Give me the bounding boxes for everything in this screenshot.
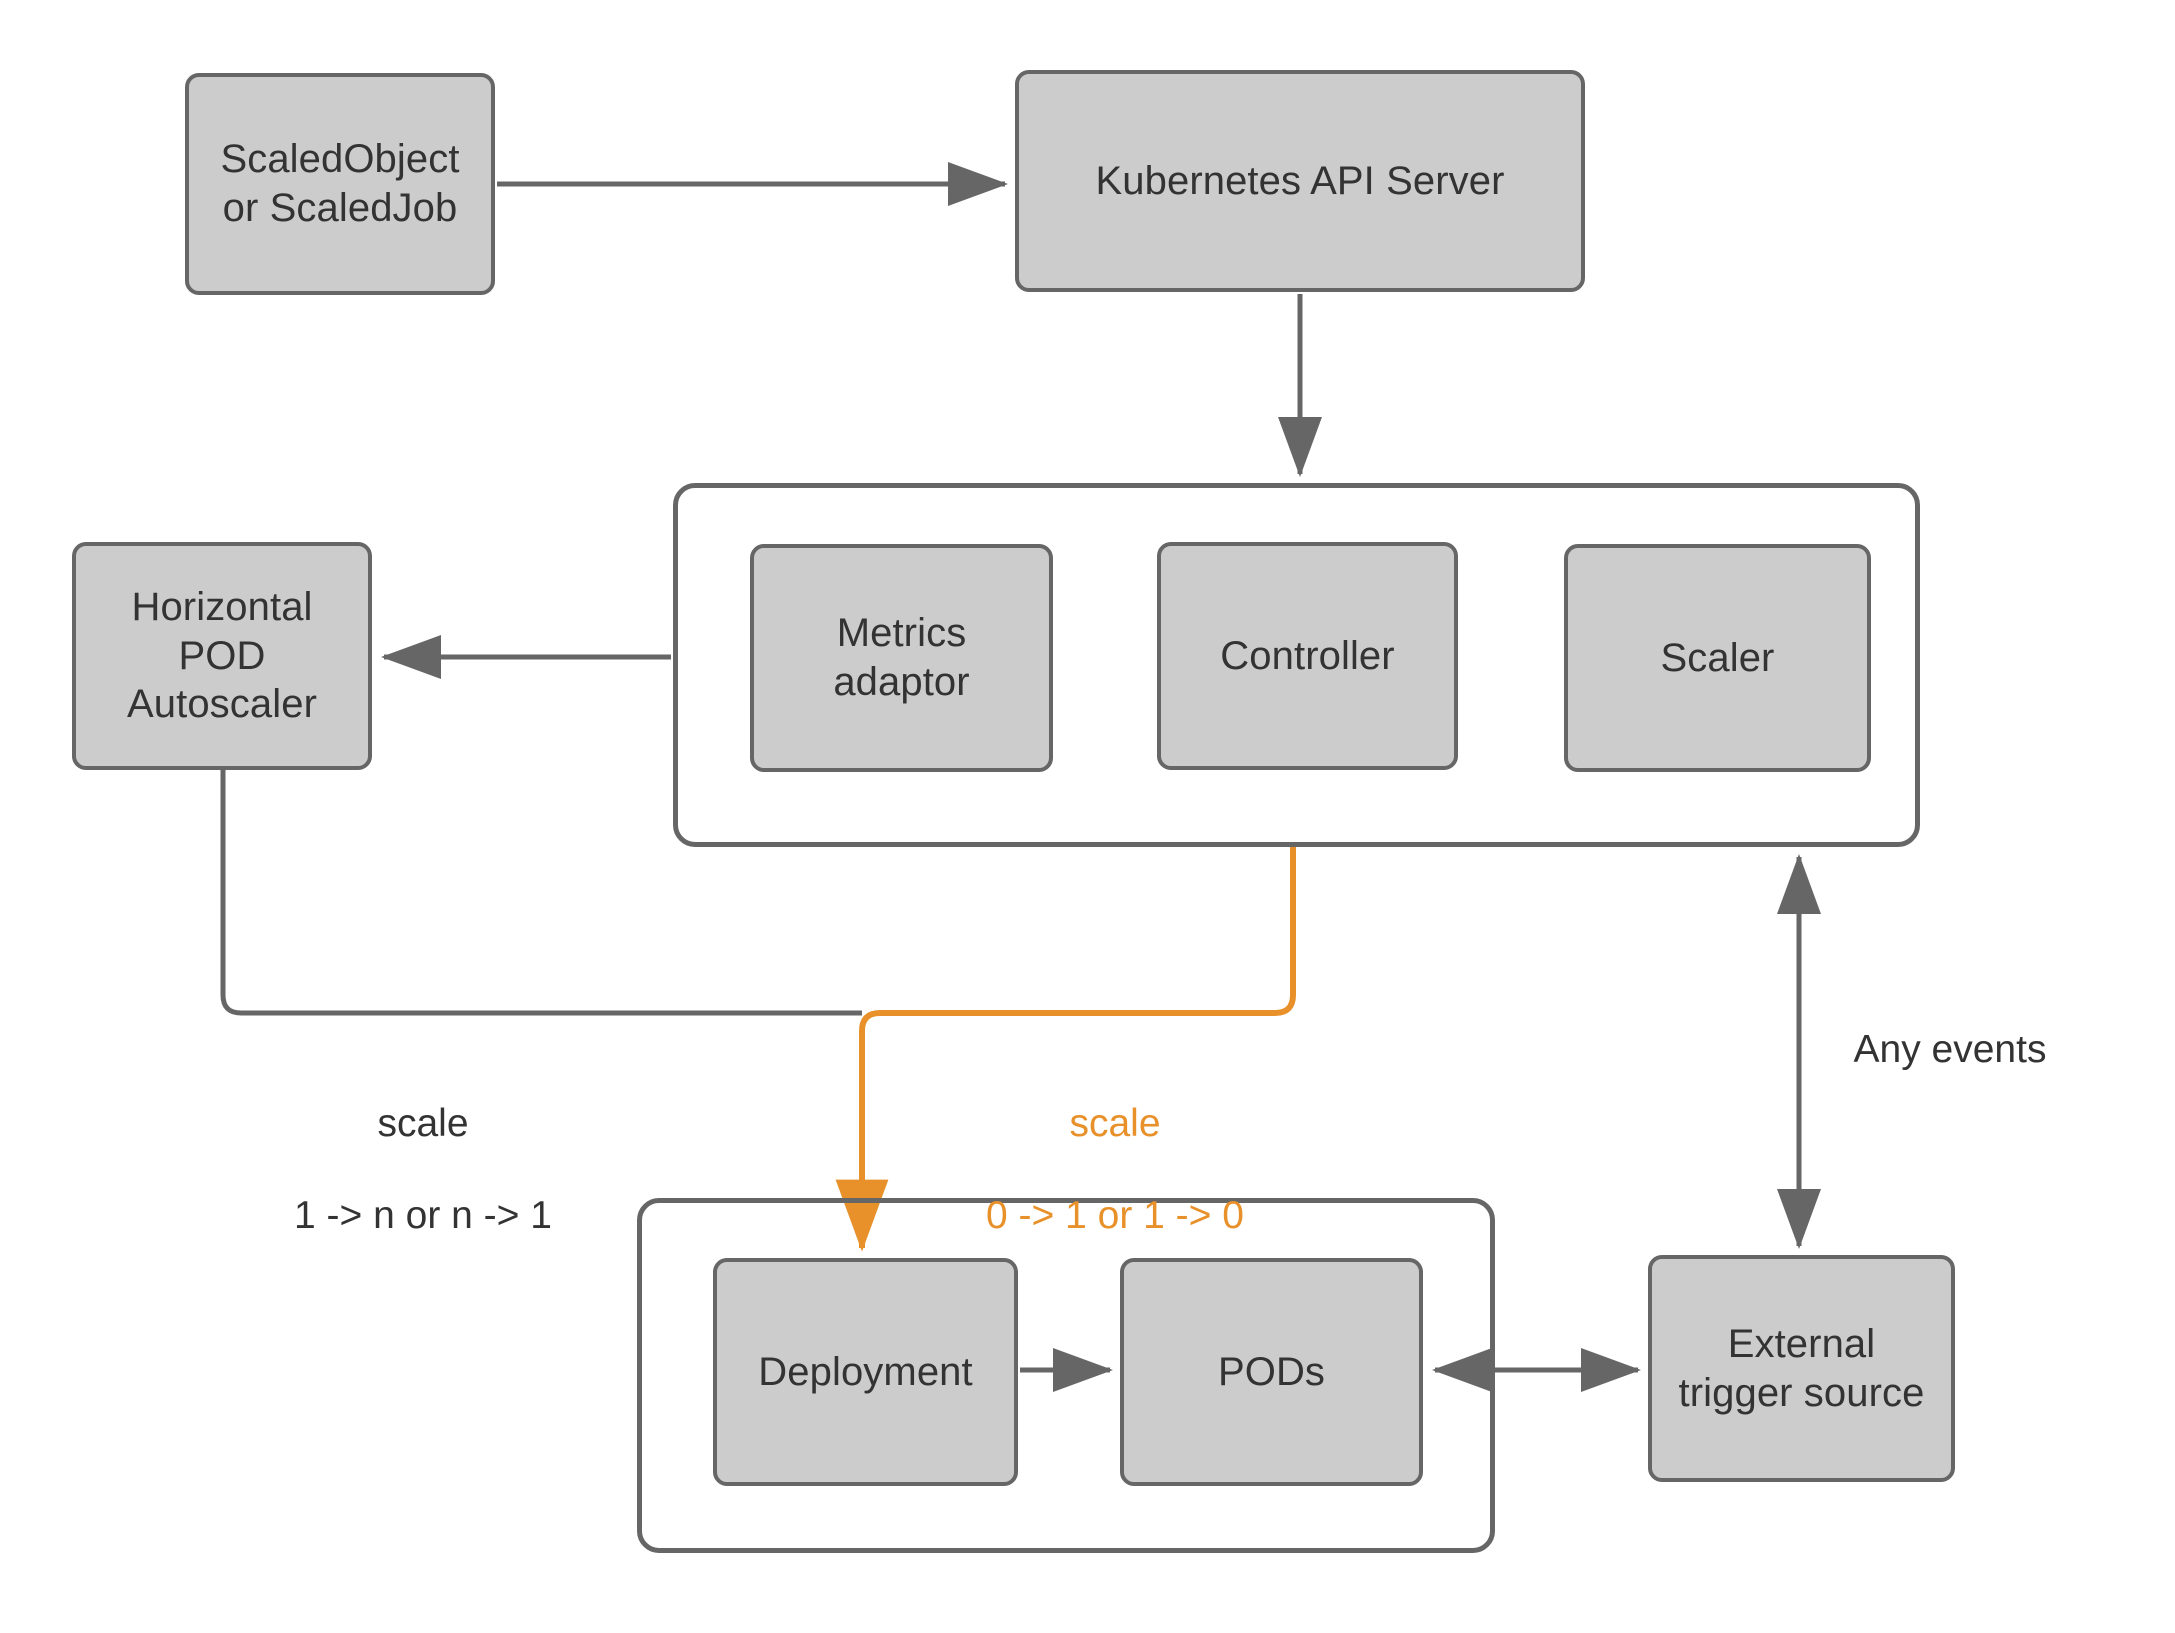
node-horizontal-pod-autoscaler[interactable]: Horizontal POD Autoscaler (72, 542, 372, 770)
keda-operator-group (673, 483, 1920, 847)
edge-hpa-to-workload-path (220, 770, 862, 1016)
edge-label-scale-keda-line2: 0 -> 1 or 1 -> 0 (986, 1194, 1244, 1238)
node-controller[interactable]: Controller (1157, 542, 1458, 770)
edge-label-scale-keda: scale 0 -> 1 or 1 -> 0 (920, 1055, 1310, 1285)
workload-group (637, 1198, 1495, 1553)
node-kubernetes-api-server[interactable]: Kubernetes API Server (1015, 70, 1585, 292)
edge-label-scale-keda-line1: scale (1069, 1102, 1161, 1146)
node-scaled-object[interactable]: ScaledObject or ScaledJob (185, 73, 495, 295)
edge-label-scale-hpa-line2: 1 -> n or n -> 1 (294, 1194, 552, 1238)
edge-label-scale-hpa-line1: scale (377, 1102, 469, 1146)
node-deployment[interactable]: Deployment (713, 1258, 1018, 1486)
edge-keda-to-deployment-orange (835, 847, 1296, 1252)
node-scaler[interactable]: Scaler (1564, 544, 1871, 772)
node-external-trigger-source[interactable]: External trigger source (1648, 1255, 1955, 1482)
edge-label-any-events: Any events (1853, 1028, 2047, 1071)
node-pods[interactable]: PODs (1120, 1258, 1423, 1486)
edge-label-scale-hpa: scale 1 -> n or n -> 1 (228, 1055, 618, 1285)
node-metrics-adaptor[interactable]: Metrics adaptor (750, 544, 1053, 772)
